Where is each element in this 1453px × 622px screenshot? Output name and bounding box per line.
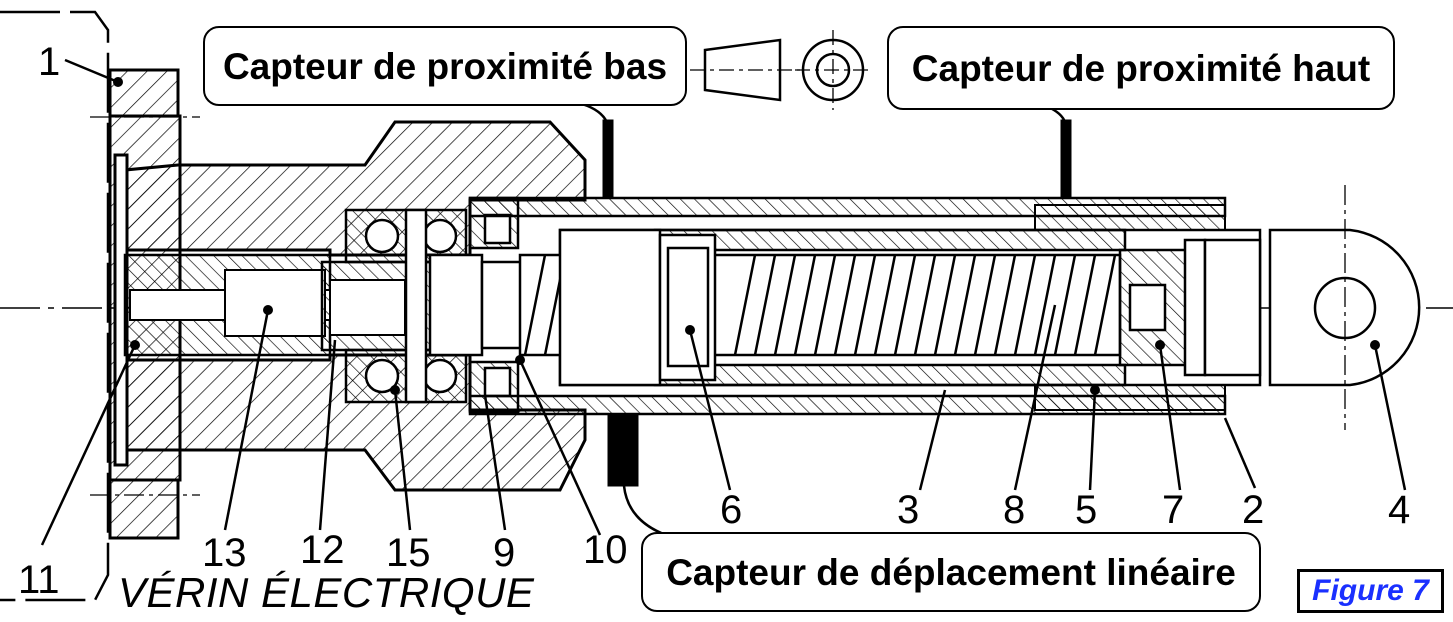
part-number-13: 13 bbox=[202, 531, 247, 575]
part-number-15: 15 bbox=[386, 531, 431, 575]
part-number-6: 6 bbox=[720, 488, 743, 532]
part-number-7: 7 bbox=[1162, 488, 1185, 532]
figure-caption: Figure 7 bbox=[1297, 569, 1444, 613]
part-number-11: 11 bbox=[18, 558, 60, 602]
part-clevis bbox=[1268, 185, 1421, 430]
part-piston bbox=[558, 228, 717, 387]
part-shaft bbox=[123, 253, 332, 357]
part-number-9: 9 bbox=[493, 531, 516, 575]
part-number-3: 3 bbox=[897, 488, 920, 532]
part-number-1: 1 bbox=[38, 40, 61, 84]
sensor-symbols bbox=[690, 30, 870, 110]
part-number-5: 5 bbox=[1075, 488, 1098, 532]
frame-corners bbox=[0, 10, 110, 602]
part-number-10: 10 bbox=[583, 528, 628, 572]
drawing-title: VÉRIN ÉLECTRIQUE bbox=[118, 569, 535, 616]
part-number-8: 8 bbox=[1003, 488, 1026, 532]
label-sensor-low: Capteur de proximité bas bbox=[203, 26, 687, 106]
leader-dots bbox=[113, 77, 1380, 395]
label-sensor-high: Capteur de proximité haut bbox=[887, 26, 1395, 110]
label-sensor-linear: Capteur de déplacement linéaire bbox=[641, 532, 1261, 612]
part-number-4: 4 bbox=[1388, 488, 1411, 532]
part-end-plug bbox=[1118, 238, 1262, 377]
part-number-2: 2 bbox=[1242, 488, 1265, 532]
part-number-12: 12 bbox=[300, 528, 345, 572]
part-tube bbox=[468, 196, 1227, 416]
part-bearings bbox=[344, 208, 468, 404]
leader-lines bbox=[40, 58, 1407, 546]
